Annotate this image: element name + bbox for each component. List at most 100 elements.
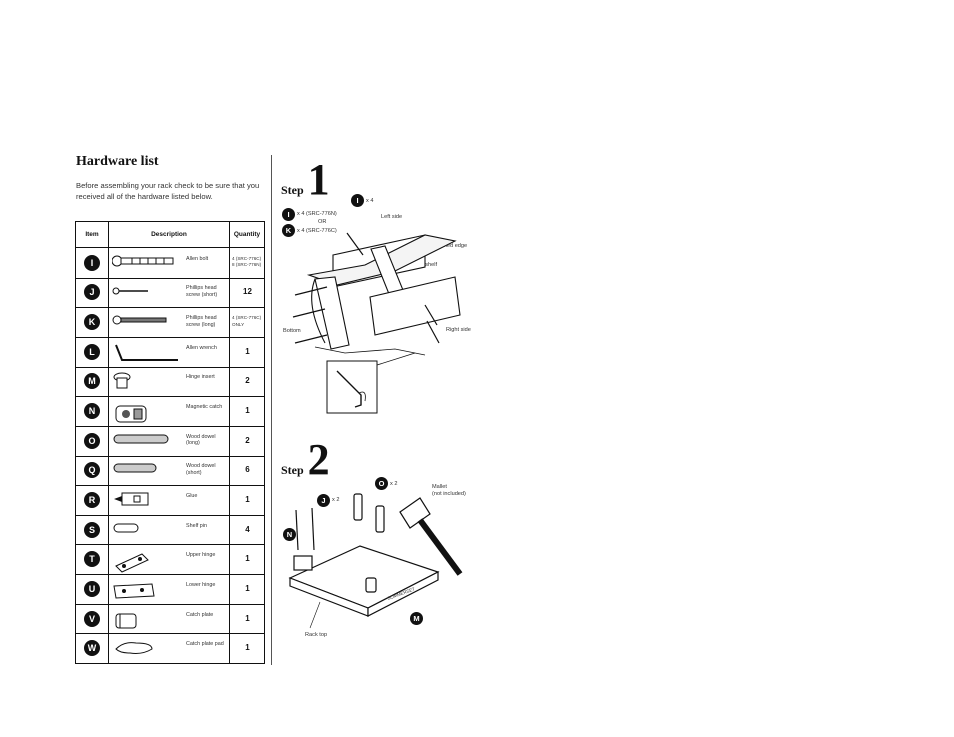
row-divider: [76, 455, 264, 457]
step-1-assembly-illustration: [292, 232, 461, 414]
table-row: L Allen wrench 1: [76, 337, 264, 367]
table-row: S Shelf pin 4: [76, 515, 264, 545]
hardware-intro-text: Before assembling your rack check to be …: [76, 181, 260, 201]
step-2-assembly-illustration: SOMMERSET: [288, 493, 463, 629]
item-quantity: 6: [245, 465, 250, 475]
item-description: Lower hinge: [186, 581, 216, 588]
row-divider: [76, 425, 264, 427]
item-description: Hinge insert: [186, 374, 215, 381]
row-divider: [76, 633, 264, 635]
short-screw-icon: [112, 283, 152, 301]
step2-screw-qty: x 2: [332, 497, 340, 503]
hardware-column: Hardware list Before assembling your rac…: [0, 0, 270, 737]
row-divider: [76, 366, 264, 368]
label-finished-edge: Finished edge: [432, 243, 468, 249]
table-row: J Phillips head screw (short) 12: [76, 278, 264, 308]
row-divider: [76, 396, 264, 398]
row-divider: [76, 307, 264, 309]
step2-dowel-badge: O: [375, 477, 388, 490]
row-divider: [76, 544, 264, 546]
item-letter-badge: S: [84, 521, 100, 538]
upper-hinge-icon: [112, 550, 152, 579]
table-row: T Upper hinge 1: [76, 544, 264, 574]
step2-screw-badge: J: [317, 494, 330, 507]
step1-bolt-badge-2: I: [282, 208, 295, 221]
step1-or-text: OR: [318, 219, 327, 225]
lower-hinge-icon: [112, 580, 156, 607]
item-description: Glue: [186, 492, 198, 499]
header-item: Item: [85, 231, 99, 238]
step2-catch-badge: N: [283, 528, 296, 541]
step-2-word: Step: [281, 463, 304, 477]
step1-screw-badge: K: [282, 224, 295, 237]
long-screw-icon: [112, 313, 168, 331]
column-divider: [108, 222, 109, 663]
item-quantity-line: 8 (SRC-776N): [232, 262, 262, 268]
item-quantity: 4: [245, 524, 250, 534]
item-quantity: 1: [245, 494, 250, 504]
label-mallet: Mallet: [432, 484, 447, 490]
short-dowel-icon: [112, 461, 160, 479]
item-quantity: 1: [245, 406, 250, 416]
step1-bolt-qty: x 4: [366, 198, 374, 204]
item-quantity: 1: [245, 554, 250, 564]
table-row: N Magnetic catch 1: [76, 396, 264, 426]
item-quantity: 12: [243, 287, 252, 297]
item-description: Phillips head screw (short): [186, 285, 218, 298]
column-separator: [271, 155, 272, 665]
item-description: Upper hinge: [186, 552, 216, 559]
column-divider: [229, 222, 230, 663]
catch-plate-pad-icon: [112, 639, 156, 662]
header-description: Description: [151, 231, 187, 238]
hardware-list-title: Hardware list: [76, 154, 159, 169]
table-row: K Phillips head screw (long) 4 (SRC-776C)O…: [76, 307, 264, 337]
item-quantity: 4 (SRC-776C)ONLY: [232, 315, 261, 328]
row-divider: [76, 574, 264, 576]
row-divider: [76, 336, 264, 338]
step-2-number: 2: [307, 435, 330, 484]
step-1-number: 1: [307, 155, 330, 204]
step2-dowel-qty: x 2: [390, 481, 398, 487]
table-row: R Glue 1: [76, 485, 264, 515]
item-letter-badge: N: [84, 403, 100, 420]
item-description: Magnetic catch: [186, 404, 223, 411]
item-quantity-line: 4 (SRC-776C): [232, 315, 262, 321]
item-letter-badge: T: [84, 551, 100, 568]
magnetic-catch-icon: [112, 402, 152, 431]
allen-wrench-icon: [112, 343, 182, 368]
label-bottom: Bottom: [283, 328, 301, 334]
item-quantity-line: 4 (SRC-776C): [232, 255, 262, 261]
item-letter-badge: J: [84, 284, 100, 301]
item-description: Phillips head screw (long): [186, 315, 217, 328]
item-letter-badge: I: [84, 254, 100, 271]
label-right-side: Right side: [446, 327, 471, 333]
row-divider: [76, 277, 264, 279]
item-letter-badge: K: [84, 314, 100, 331]
step1-screw-qty: x 4 (SRC-776C): [297, 228, 337, 234]
item-description: Catch plate pad: [186, 641, 224, 648]
item-letter-badge: R: [84, 491, 100, 508]
item-quantity: 1: [245, 346, 250, 356]
item-quantity: 1: [245, 613, 250, 623]
long-dowel-icon: [112, 432, 172, 450]
item-description: Allen wrench: [186, 344, 217, 351]
catch-plate-icon: [112, 610, 142, 637]
allen-bolt-icon: [111, 254, 176, 273]
step-2-heading: Step 2: [281, 438, 330, 482]
item-quantity: 4 (SRC-776C)8 (SRC-776N): [232, 256, 261, 269]
item-letter-badge: Q: [84, 462, 100, 479]
label-mallet-note: (not included): [432, 491, 466, 497]
item-quantity: 2: [245, 435, 250, 445]
item-quantity: 1: [245, 643, 250, 653]
item-description: Shelf pin: [186, 522, 207, 529]
item-quantity: 2: [245, 376, 250, 386]
item-letter-badge: L: [84, 343, 100, 360]
item-quantity: 1: [245, 583, 250, 593]
